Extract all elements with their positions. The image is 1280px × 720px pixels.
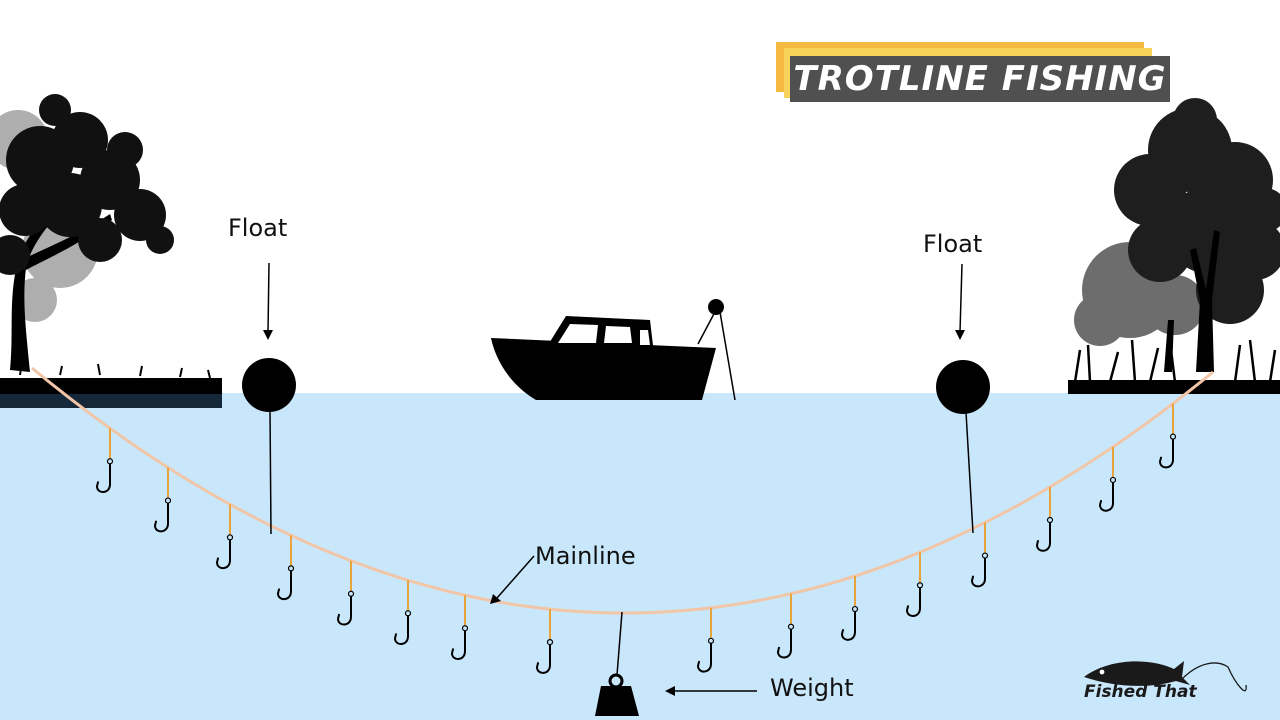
hook-icon (1158, 403, 1177, 469)
hook-icon (840, 576, 859, 641)
hook-icon (905, 552, 924, 617)
weight-line (616, 611, 623, 676)
left-bank (0, 378, 222, 394)
weight-icon (595, 673, 639, 716)
brand-logo: Fished That (1078, 655, 1258, 707)
fish-logo-icon (1084, 661, 1247, 692)
title-banner: TROTLINE FISHING (776, 42, 1170, 102)
hook-icon (1035, 487, 1054, 552)
tree-right-icon (1073, 98, 1280, 383)
arrow-float-right (955, 263, 965, 340)
hook-icon (215, 504, 234, 570)
hook-icon (696, 607, 715, 673)
title-bar: TROTLINE FISHING (790, 56, 1170, 102)
arrow-float-left (263, 262, 273, 340)
hook-icon (393, 580, 412, 646)
arrow-mainline (490, 555, 535, 604)
label-float-right: Float (923, 230, 983, 258)
tree-left-icon (0, 94, 211, 379)
float-line-left (269, 409, 272, 535)
hook-icon (970, 522, 989, 588)
arrow-weight (665, 686, 757, 696)
boat-icon (491, 299, 736, 401)
right-bank (1068, 380, 1280, 394)
left-bank-shadow (0, 394, 222, 408)
page-title: TROTLINE FISHING (793, 59, 1167, 99)
label-mainline: Mainline (535, 542, 636, 570)
hook-icon (535, 609, 554, 674)
hook-icon (450, 595, 469, 660)
hook-icon (95, 428, 114, 494)
float-icon (936, 360, 990, 414)
logo-text: Fished That (1084, 682, 1197, 702)
float-icon (242, 358, 296, 412)
label-float-left: Float (228, 214, 288, 242)
hook-icon (776, 593, 795, 659)
hook-icon (153, 467, 172, 533)
water (0, 393, 1280, 720)
hook-icon (1098, 446, 1117, 512)
label-weight: Weight (770, 674, 854, 702)
float-line-right (965, 411, 974, 534)
hook-icon (276, 535, 295, 601)
hooks (95, 403, 1177, 674)
hook-icon (336, 560, 355, 626)
